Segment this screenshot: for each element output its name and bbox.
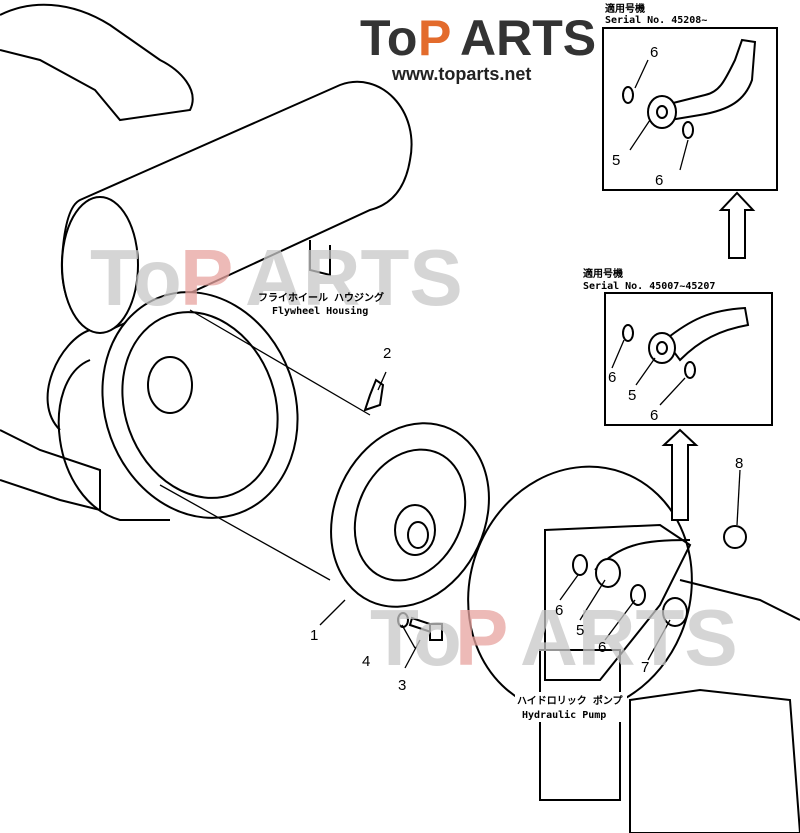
callout-7: 7 — [641, 659, 649, 676]
inset-serial-45007-45207: 6 5 6 — [604, 292, 773, 426]
hydraulic-pump-assembly — [467, 465, 800, 833]
up-arrow-upper — [718, 191, 756, 259]
svg-text:To: To — [370, 593, 462, 682]
callout-8: 8 — [735, 455, 743, 472]
callout-5: 5 — [576, 622, 584, 639]
damper-disc — [330, 422, 490, 608]
callout-6a: 6 — [555, 602, 563, 619]
inset-serial-45208: 6 5 6 — [602, 27, 778, 191]
svg-text:5: 5 — [628, 387, 636, 404]
callout-2: 2 — [383, 345, 391, 362]
svg-text:P: P — [180, 233, 233, 322]
inset-top-label-en: Serial No. 45208~ — [605, 14, 707, 26]
flywheel-housing-label-en: Flywheel Housing — [272, 305, 368, 317]
callout-4: 4 — [362, 653, 370, 670]
svg-text:P: P — [455, 593, 508, 682]
callout-leaders — [319, 371, 741, 669]
toparts-logo: To P ARTS — [360, 10, 596, 66]
callout-1: 1 — [310, 627, 318, 644]
svg-text:6: 6 — [650, 407, 658, 424]
watermark-lower: To P ARTS — [370, 593, 738, 682]
svg-text:To: To — [360, 10, 417, 66]
dowel-pin-2 — [363, 378, 385, 412]
svg-text:ARTS: ARTS — [245, 233, 463, 322]
callout-6b: 6 — [598, 639, 606, 656]
callout-3: 3 — [398, 677, 406, 694]
inset-mid-label-jp: 適用号機 — [583, 267, 623, 280]
flywheel — [101, 291, 371, 581]
svg-text:6: 6 — [608, 369, 616, 386]
engine-body — [0, 3, 413, 521]
website-url: www.toparts.net — [391, 64, 531, 84]
hydraulic-pump-label-en: Hydraulic Pump — [522, 709, 606, 721]
svg-text:ARTS: ARTS — [520, 593, 738, 682]
inset-mid-label-en: Serial No. 45007~45207 — [583, 280, 715, 292]
svg-text:6: 6 — [650, 44, 658, 61]
hydraulic-pump-label-jp: ハイドロリック ポンプ — [517, 694, 624, 707]
bolt-3 — [408, 616, 444, 641]
flywheel-housing-label-jp: フライホイール ハウジング — [258, 291, 384, 304]
svg-text:ARTS: ARTS — [460, 10, 596, 66]
svg-text:P: P — [418, 10, 451, 66]
inset-top-label-jp: 適用号機 — [605, 2, 645, 15]
up-arrow-lower — [661, 428, 699, 521]
svg-text:To: To — [90, 233, 182, 322]
svg-text:6: 6 — [655, 172, 663, 189]
svg-text:5: 5 — [612, 152, 620, 169]
watermark-upper: To P ARTS — [90, 233, 463, 322]
